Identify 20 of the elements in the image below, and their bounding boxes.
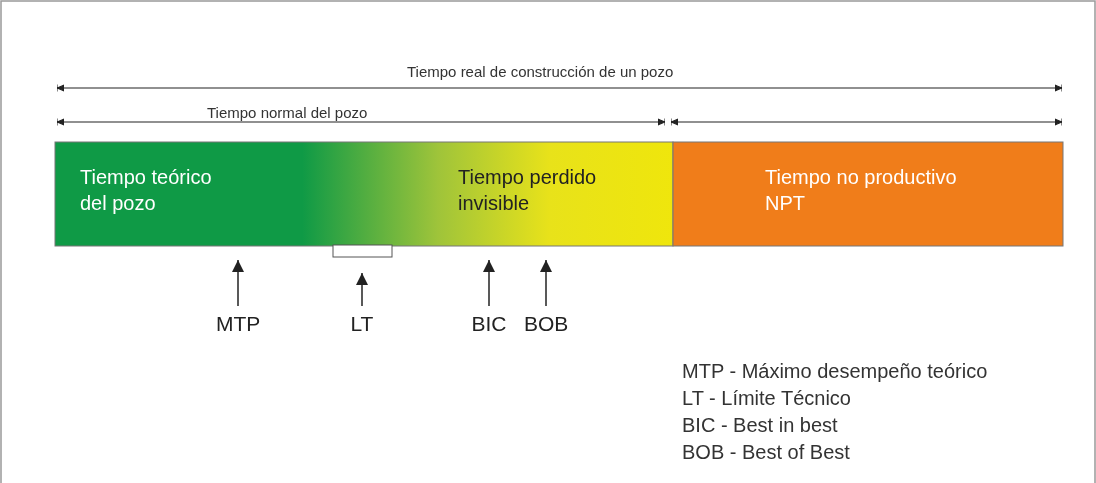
legend-text: MTP - Máximo desempeño teórico — [682, 360, 988, 383]
abbreviation-label: BIC — [471, 312, 507, 336]
legend-text: BOB - Best of Best — [682, 441, 850, 464]
arrow — [483, 259, 495, 307]
arrow — [356, 272, 368, 307]
legend-text: LT - Límite Técnico — [682, 387, 851, 410]
legend-text: BIC - Best in best — [682, 414, 838, 437]
abbreviation-label: BOB — [524, 312, 569, 336]
abbreviation-label: LT — [350, 312, 374, 336]
abbreviation-label: MTP — [216, 312, 261, 336]
segment-label: Tiempo teórico del pozo — [80, 164, 230, 216]
arrow — [232, 259, 244, 307]
bracket-box — [332, 244, 393, 258]
segment-label: Tiempo perdido invisible — [458, 164, 608, 216]
dimension-label: Tiempo real de construcción de un pozo — [407, 63, 674, 80]
time-bar — [54, 141, 674, 247]
dimension-label: Tiempo normal del pozo — [207, 104, 368, 121]
time-bar — [672, 141, 1064, 247]
segment-label: Tiempo no productivo NPT — [765, 164, 965, 216]
arrow — [540, 259, 552, 307]
